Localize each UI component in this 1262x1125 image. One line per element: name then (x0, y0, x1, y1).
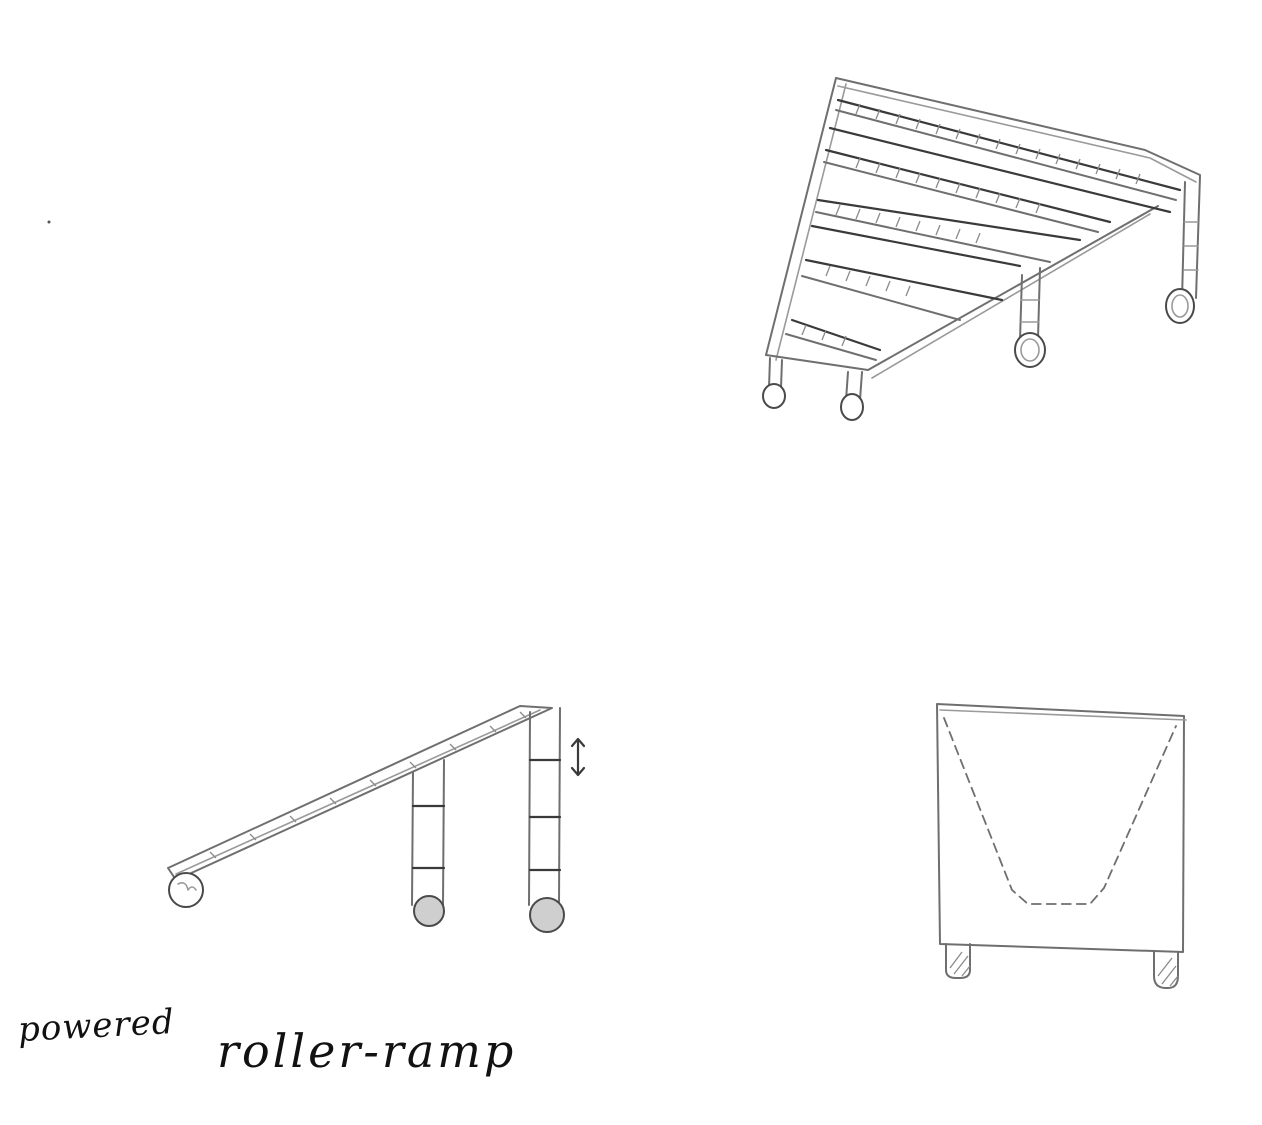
tall-leg (558, 707, 561, 906)
roller-ramp-label: roller-ramp (217, 1024, 517, 1078)
frame-left-edge-2 (775, 83, 847, 361)
roller (828, 126, 1172, 214)
frame-top-edge-2 (837, 85, 1197, 183)
foot (1153, 951, 1179, 989)
wheel (840, 393, 864, 421)
powered-label: powered (17, 1001, 176, 1051)
roller (801, 275, 961, 321)
height-adjust-arrow-icon (570, 737, 586, 777)
frame-diagonal-edge-2 (871, 213, 1151, 379)
legs (762, 175, 1201, 421)
frame-bottom-edge (765, 354, 869, 371)
side-view (167, 705, 586, 933)
short-leg (411, 771, 414, 906)
wheel (413, 895, 445, 927)
roller (836, 98, 1182, 192)
leg (1195, 175, 1201, 299)
leg (1037, 267, 1041, 339)
stray-dot (47, 220, 51, 224)
leg (859, 371, 863, 401)
roller (804, 258, 1004, 302)
roller (785, 333, 877, 361)
ramp-hatching (209, 711, 527, 859)
foot (945, 943, 971, 979)
leg (1181, 181, 1186, 301)
roller (835, 109, 1177, 201)
wheel (762, 383, 786, 409)
roller (790, 318, 882, 352)
roller (816, 198, 1082, 242)
ramp-deck (167, 705, 553, 881)
roller-hatching (801, 103, 1141, 347)
roller (810, 224, 1022, 268)
wheel (1165, 288, 1195, 324)
short-leg (442, 759, 445, 906)
rollers (785, 98, 1182, 361)
wheel (529, 897, 565, 933)
wheel (1014, 332, 1046, 368)
frame-left-edge (765, 77, 837, 356)
roller (815, 211, 1051, 263)
perspective-view (762, 77, 1201, 421)
trough-profile (943, 717, 1177, 905)
end-view-box (936, 703, 1185, 953)
leg (768, 357, 771, 389)
leg (1019, 274, 1023, 341)
leg (780, 359, 783, 389)
roller (823, 161, 1099, 233)
frame-diagonal-edge (867, 205, 1159, 371)
roller (824, 148, 1112, 224)
wheel (168, 872, 204, 908)
frame-top-edge (835, 77, 1201, 176)
tall-leg (528, 711, 531, 906)
end-view (936, 703, 1187, 989)
